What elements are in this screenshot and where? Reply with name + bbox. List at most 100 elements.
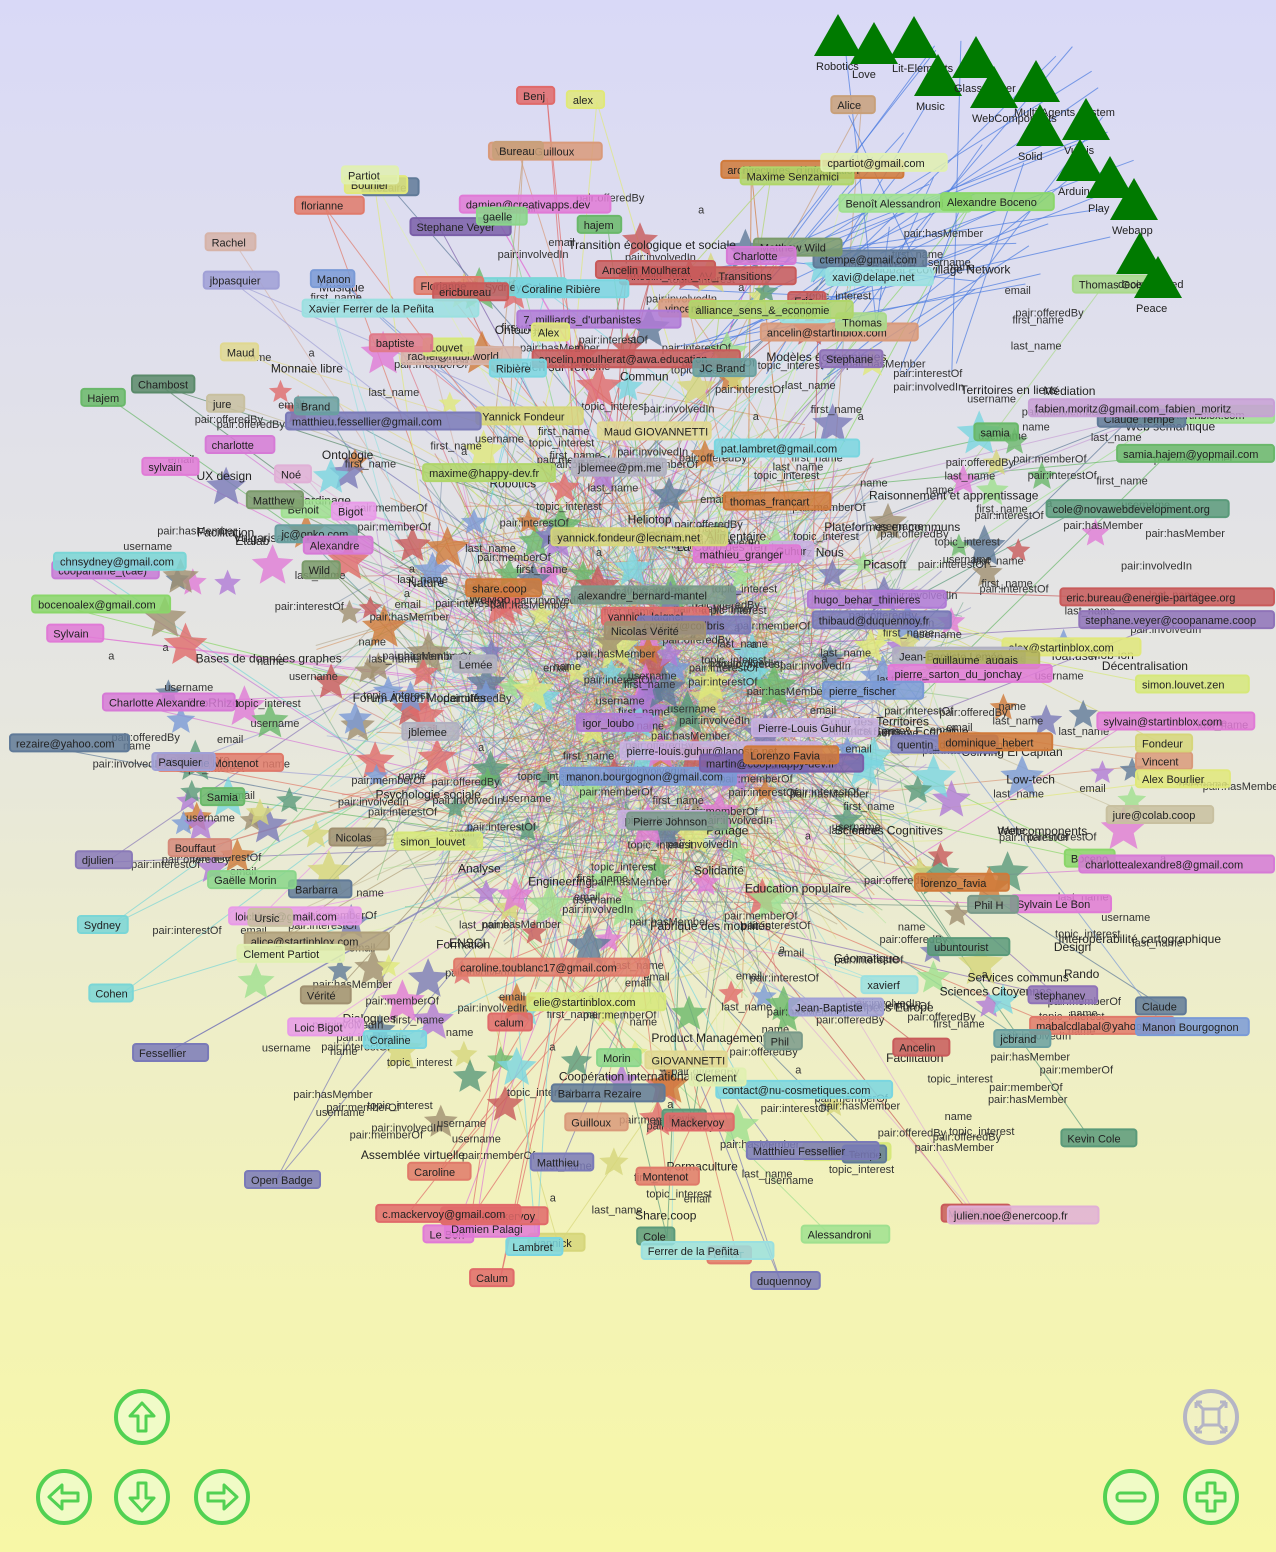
star-node[interactable]: [644, 855, 672, 881]
star-node[interactable]: [450, 1040, 478, 1067]
graph-node[interactable]: c.mackervoy@gmail.com: [375, 1203, 522, 1223]
graph-node[interactable]: jcbrand: [993, 1029, 1052, 1049]
star-node[interactable]: [362, 604, 407, 647]
star-node[interactable]: [497, 674, 524, 699]
graph-node[interactable]: Manon Bourgognon: [1135, 1017, 1250, 1037]
graph-node[interactable]: Hajem: [80, 387, 126, 407]
star-node[interactable]: [219, 838, 255, 872]
star-node[interactable]: [1100, 806, 1147, 849]
graph-node[interactable]: Open Badge: [244, 1169, 322, 1189]
star-node[interactable]: [251, 544, 294, 584]
star-node[interactable]: [358, 595, 383, 619]
concept-label[interactable]: Webcomponents: [997, 824, 1087, 838]
star-node[interactable]: [496, 876, 534, 912]
star-node[interactable]: [1068, 699, 1098, 728]
star-node[interactable]: [812, 403, 854, 443]
pan-down-button[interactable]: [114, 1469, 170, 1525]
graph-node[interactable]: Mackervoy: [664, 1112, 735, 1132]
graph-node[interactable]: maxime@happy-dev.fr: [422, 463, 556, 483]
knowledge-graph[interactable]: usernamefirst_namelast_nameemailnamepair…: [0, 0, 1276, 1350]
star-node[interactable]: [380, 979, 425, 1022]
star-node[interactable]: [1027, 461, 1057, 489]
graph-node[interactable]: Ancelin Moulherat: [594, 259, 717, 279]
concept-label[interactable]: Heliotop: [628, 513, 672, 527]
star-node[interactable]: [406, 631, 450, 673]
star-node[interactable]: [412, 999, 454, 1039]
topic-node[interactable]: Solid: [1016, 104, 1064, 163]
star-node[interactable]: [982, 448, 1011, 475]
concept-label[interactable]: Education populaire: [745, 881, 851, 895]
star-node[interactable]: [566, 923, 612, 966]
star-node[interactable]: [754, 279, 779, 303]
graph-node[interactable]: bocenoalex@gmail.com: [31, 594, 172, 614]
star-node[interactable]: [143, 596, 187, 637]
star-node[interactable]: [571, 774, 603, 805]
star-node[interactable]: [327, 957, 353, 982]
star-node[interactable]: [633, 635, 664, 664]
star-node[interactable]: [425, 526, 470, 568]
concept-label[interactable]: Solidarité: [694, 864, 744, 878]
graph-node[interactable]: Cohen: [88, 983, 134, 1003]
star-node[interactable]: [599, 1147, 629, 1176]
star-node[interactable]: [364, 763, 389, 787]
star-node[interactable]: [989, 693, 1017, 720]
graph-node[interactable]: duquennoy: [750, 1270, 821, 1290]
star-node[interactable]: [223, 685, 266, 725]
star-node[interactable]: [594, 626, 625, 656]
graph-node[interactable]: gaelle: [475, 206, 528, 226]
graph-node[interactable]: sylvain@startinblox.com: [1096, 711, 1256, 731]
star-node[interactable]: [689, 678, 728, 715]
graph-node[interactable]: simon.louvet.zen: [1135, 674, 1250, 694]
fit-view-button[interactable]: [1183, 1389, 1239, 1445]
star-node[interactable]: [947, 464, 979, 495]
star-node[interactable]: [276, 787, 303, 813]
star-node[interactable]: [355, 741, 395, 779]
star-node[interactable]: [868, 502, 908, 540]
concept-label[interactable]: Etalab: [235, 534, 269, 548]
star-node[interactable]: [180, 779, 204, 802]
concept-label[interactable]: Commun: [620, 370, 669, 384]
star-node[interactable]: [586, 859, 629, 900]
star-node[interactable]: [338, 701, 372, 734]
star-node[interactable]: [354, 657, 381, 683]
graph-node[interactable]: Vérité: [299, 985, 352, 1005]
graph-node[interactable]: lorenzo_favia: [913, 872, 1010, 892]
graph-node[interactable]: Charlotte: [725, 246, 797, 266]
star-node[interactable]: [592, 997, 622, 1026]
graph-node[interactable]: fabien.moritz@gmail.com_fabien_moritz: [1027, 398, 1276, 418]
graph-node[interactable]: sylvain: [141, 456, 200, 476]
star-node[interactable]: [423, 1104, 458, 1137]
graph-node[interactable]: Pierre Johnson: [626, 811, 729, 831]
star-node[interactable]: [301, 819, 331, 848]
star-node[interactable]: [1030, 704, 1063, 736]
graph-node[interactable]: samia: [973, 422, 1019, 442]
star-node[interactable]: [963, 524, 1006, 566]
graph-node[interactable]: Maud GIOVANNETTI: [596, 421, 712, 441]
graph-node[interactable]: thomas_francart: [722, 491, 832, 511]
graph-node[interactable]: xavi@delape.net: [825, 267, 934, 287]
concept-label[interactable]: Interopérabilité cartographique: [1058, 932, 1221, 946]
graph-node[interactable]: florianne: [294, 195, 365, 215]
star-node[interactable]: [748, 877, 793, 920]
star-node[interactable]: [337, 599, 362, 624]
graph-node[interactable]: Sylvain Le Bon: [1009, 894, 1113, 914]
star-node[interactable]: [268, 379, 293, 402]
graph-node[interactable]: Manon: [309, 269, 356, 289]
star-node[interactable]: [972, 557, 1003, 587]
concept-label[interactable]: Ontologie: [322, 448, 374, 462]
concept-label[interactable]: Design: [1054, 940, 1091, 954]
graph-node[interactable]: cole@novawebdevelopment.org: [1045, 499, 1230, 519]
star-node[interactable]: [394, 526, 431, 562]
star-node[interactable]: [665, 690, 710, 733]
concept-label[interactable]: Share.coop: [635, 1209, 697, 1223]
graph-node[interactable]: ancelin.moulherat@awa.education: [531, 349, 741, 369]
star-node[interactable]: [835, 736, 860, 759]
star-node[interactable]: [462, 429, 505, 470]
star-node[interactable]: [183, 808, 218, 841]
star-node[interactable]: [162, 558, 199, 593]
graph-node[interactable]: Morin: [596, 1048, 642, 1068]
graph-node[interactable]: Fondeur: [1135, 733, 1194, 753]
star-node[interactable]: [631, 672, 661, 700]
star-node[interactable]: [372, 675, 404, 705]
star-node[interactable]: [206, 466, 246, 505]
